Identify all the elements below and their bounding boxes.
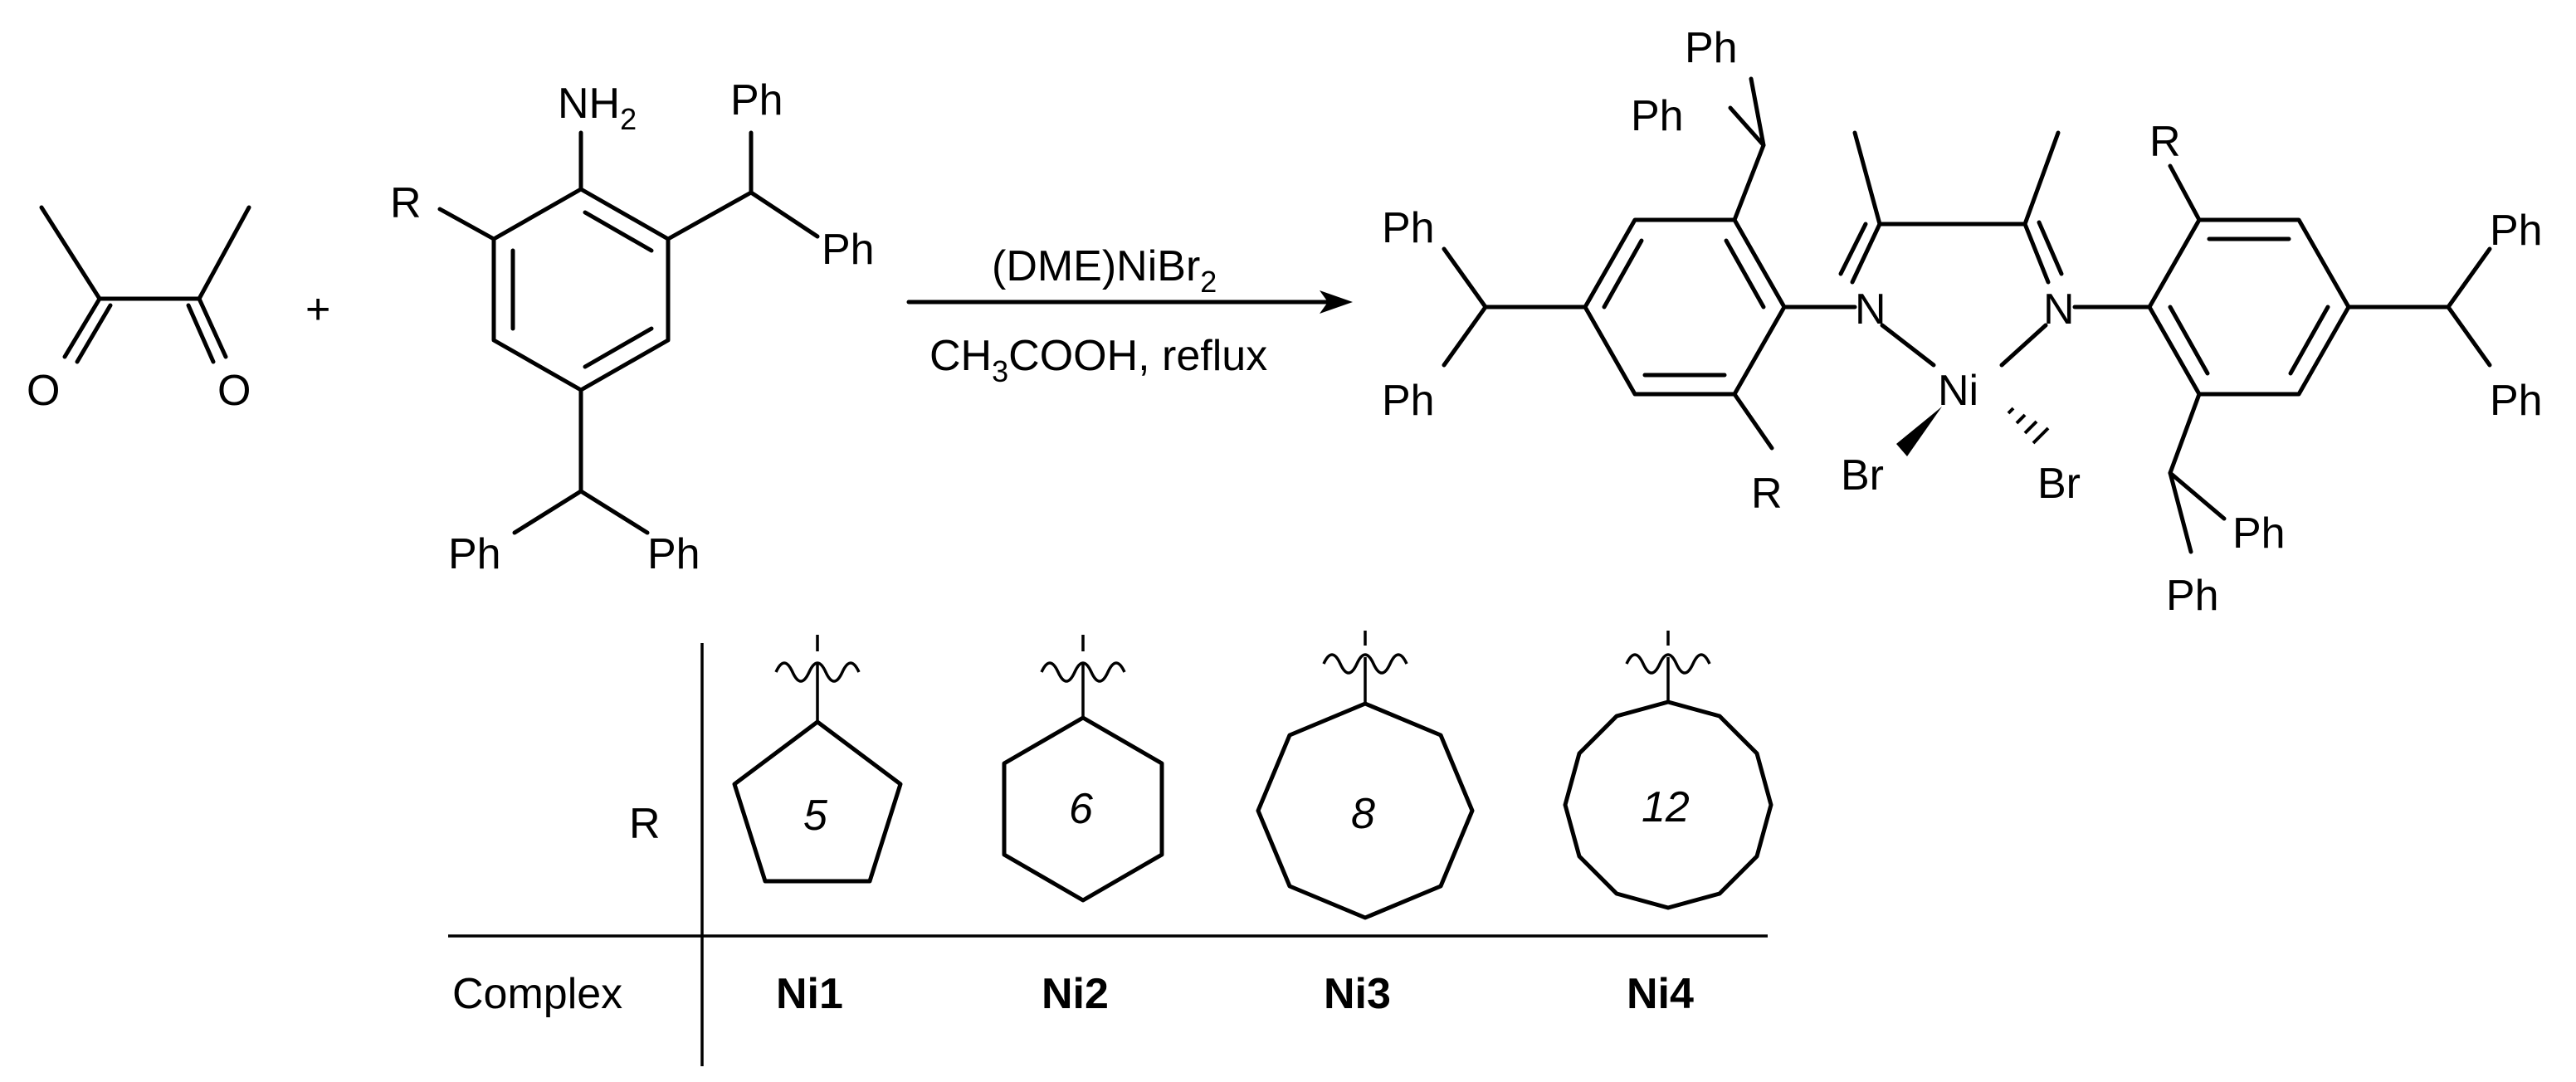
phenyl-label: Ph [1382,377,1435,425]
phenyl-label: Ph [2166,572,2219,620]
substituent-table: R Complex 5 6 8 12 Ni1 Ni2 [448,631,1773,1066]
butanedione-structure: O O [27,205,251,415]
complex-label: Ni1 [776,970,843,1018]
complex-label: Ni3 [1324,970,1391,1018]
ring-size-label: 8 [1351,790,1375,838]
aniline-structure: NH2 R Ph Ph Ph Ph [390,76,875,578]
phenyl-label: Ph [2490,207,2543,255]
complex-label: Ni4 [1627,970,1694,1018]
bromine-label: Br [2037,460,2081,508]
cyclododecyl-ring [1563,699,1773,910]
r-substituent-label: R [1751,470,1783,518]
complex-label: Ni2 [1042,970,1109,1018]
cyclooctyl-ring [1256,701,1475,920]
ring-size-label: 5 [803,792,828,840]
attachment-marks [774,631,1711,722]
amine-label: NH2 [558,80,637,136]
ring-size-label: 6 [1069,785,1093,833]
phenyl-label: Ph [1382,204,1435,252]
nitrogen-label: N [1855,285,1886,334]
phenyl-label: Ph [647,530,700,578]
cyclopentyl-ring [732,719,903,884]
r-substituent-label: R [390,179,422,227]
oxygen-label: O [217,367,251,415]
phenyl-label: Ph [730,76,783,124]
reagent-label: (DME)NiBr2 [992,242,1217,299]
phenyl-label: Ph [1685,24,1738,72]
cyclohexyl-ring [1002,715,1164,903]
phenyl-label: Ph [2232,509,2286,558]
oxygen-label: O [27,367,60,415]
nickel-complex-structure: N N Ni Br Br R R Ph Ph Ph Ph Ph Ph Ph Ph [1382,24,2543,620]
phenyl-label: Ph [1631,92,1684,140]
phenyl-label: Ph [448,530,501,578]
bromine-label: Br [1841,451,1884,500]
reaction-arrow: (DME)NiBr2 CH3COOH, reflux [906,242,1353,388]
nickel-label: Ni [1938,367,1978,415]
row-label-r: R [629,800,661,848]
r-substituent-label: R [2149,118,2181,166]
nitrogen-label: N [2043,285,2075,334]
phenyl-label: Ph [2490,377,2543,425]
plus-sign: + [305,285,330,334]
conditions-label: CH3COOH, reflux [929,332,1267,388]
phenyl-label: Ph [822,226,875,274]
row-label-complex: Complex [452,970,622,1018]
ring-size-label: 12 [1642,783,1690,831]
